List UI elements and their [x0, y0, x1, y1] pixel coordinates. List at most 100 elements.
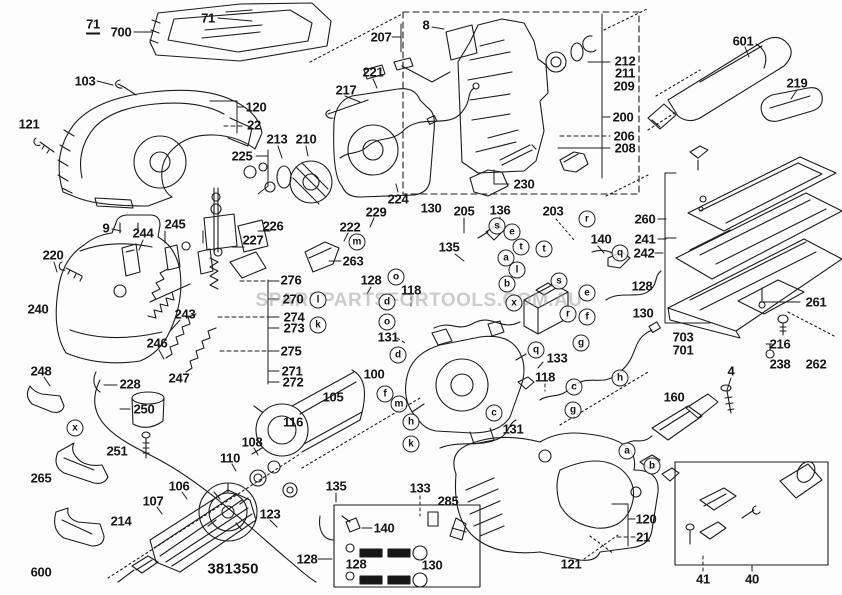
part-number-130: 130	[632, 305, 654, 321]
balloon-letter-t: t	[535, 240, 553, 258]
balloon-letter-f: f	[578, 308, 596, 326]
leader-lines	[43, 13, 801, 572]
balloon-letter-r: r	[578, 210, 596, 228]
part-number-133: 133	[546, 350, 568, 366]
part-number-128: 128	[360, 272, 382, 288]
balloon-letter-e: e	[578, 284, 596, 302]
balloon-letter-k: k	[402, 435, 420, 453]
part-number-120: 120	[245, 99, 267, 115]
part-number-131: 131	[502, 421, 524, 437]
part-number-103: 103	[74, 73, 96, 89]
balloon-letter-m: m	[348, 233, 366, 251]
part-number-225: 225	[231, 148, 253, 164]
part-number-248: 248	[30, 363, 52, 379]
part-number-71: 71	[86, 18, 100, 35]
part-number-210: 210	[295, 131, 317, 147]
part-number-600: 600	[30, 564, 52, 580]
part-number-241: 241	[634, 231, 656, 247]
balloon-letter-a: a	[618, 442, 636, 460]
part-number-133: 133	[409, 480, 431, 496]
part-number-100: 100	[363, 366, 385, 382]
part-number-701: 701	[672, 342, 694, 358]
balloon-letter-m: m	[390, 395, 408, 413]
part-number-261: 261	[805, 294, 827, 310]
balloon-letter-o: o	[387, 268, 405, 286]
part-number-107: 107	[142, 493, 164, 509]
part-number-229: 229	[365, 204, 387, 220]
part-number-206: 206	[613, 128, 635, 144]
part-number-270: 270	[282, 291, 304, 307]
part-number-285: 285	[437, 493, 459, 509]
part-number-8: 8	[422, 17, 430, 33]
part-number-245: 245	[164, 216, 186, 232]
part-number-240: 240	[27, 301, 49, 317]
balloon-letter-l: l	[309, 291, 327, 309]
balloon-letter-c: c	[565, 378, 583, 396]
balloon-letter-q: q	[527, 341, 545, 359]
balance-lever-drawing	[304, 241, 340, 273]
balloon-letter-h: h	[611, 369, 629, 387]
part-number-243: 243	[174, 306, 196, 322]
part-number-244: 244	[132, 225, 154, 241]
part-number-205: 205	[453, 203, 475, 219]
balloon-letter-b: b	[643, 457, 661, 475]
part-number-21: 21	[636, 529, 650, 545]
part-number-274: 274	[283, 309, 305, 325]
part-number-9: 9	[102, 220, 110, 236]
part-number-703: 703	[672, 329, 694, 345]
balloon-letter-s: s	[550, 272, 568, 290]
part-number-136: 136	[489, 202, 511, 218]
part-number-271: 271	[281, 363, 303, 379]
part-number-4: 4	[727, 363, 735, 379]
part-number-276: 276	[280, 272, 302, 288]
balloon-letter-x: x	[505, 294, 523, 312]
part-number-140: 140	[590, 231, 612, 247]
part-number-230: 230	[513, 176, 535, 192]
part-number-121: 121	[560, 556, 582, 572]
balloon-letter-g: g	[572, 334, 590, 352]
part-number-226: 226	[262, 218, 284, 234]
part-number-200: 200	[612, 109, 634, 125]
part-number-242: 242	[633, 245, 655, 261]
brush-circuit-box	[318, 504, 481, 588]
drawing-number: 381350	[207, 560, 259, 578]
blower-tube-drawing	[647, 36, 792, 130]
part-number-251: 251	[106, 443, 128, 459]
balloon-letter-a: a	[497, 249, 515, 267]
part-number-140: 140	[373, 520, 395, 536]
part-number-106: 106	[168, 478, 190, 494]
balloon-letter-o: o	[378, 313, 396, 331]
part-number-123: 123	[259, 506, 281, 522]
part-number-71: 71	[201, 10, 215, 26]
part-number-601: 601	[732, 33, 754, 49]
balloon-letter-l: l	[508, 261, 526, 279]
balloon-letter-b: b	[498, 275, 516, 293]
part-number-238: 238	[769, 356, 791, 372]
part-number-263: 263	[342, 253, 364, 269]
part-number-135: 135	[325, 478, 347, 494]
part-number-213: 213	[266, 131, 288, 147]
part-number-700: 700	[110, 24, 132, 40]
part-number-128: 128	[296, 551, 318, 567]
gear-drawing	[264, 160, 333, 205]
part-number-212: 212	[614, 53, 636, 69]
part-number-262: 262	[805, 356, 827, 372]
part-number-211: 211	[614, 65, 636, 81]
part-number-131: 131	[377, 329, 399, 345]
part-number-222: 222	[339, 219, 361, 235]
part-number-272: 272	[282, 374, 304, 390]
part-number-108: 108	[241, 434, 263, 450]
part-number-208: 208	[614, 140, 636, 156]
dashed-detail-box	[402, 8, 701, 197]
balloon-letter-h: h	[402, 413, 420, 431]
part-number-118: 118	[534, 369, 556, 385]
balloon-letter-q: q	[611, 244, 629, 262]
balloon-letter-k: k	[309, 316, 327, 334]
part-number-221: 221	[362, 64, 384, 80]
part-number-130: 130	[420, 200, 442, 216]
part-number-219: 219	[786, 75, 808, 91]
balloon-letter-d: d	[378, 293, 396, 311]
part-number-203: 203	[542, 203, 564, 219]
